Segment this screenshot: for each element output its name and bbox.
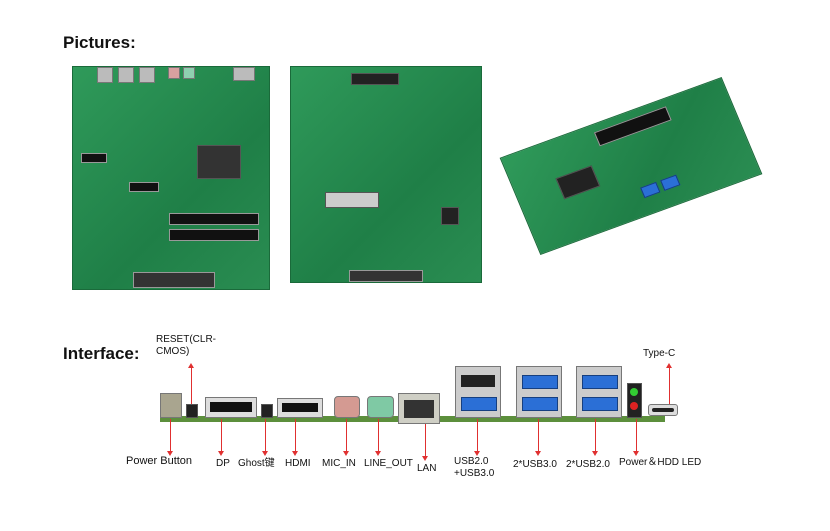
board-iso-photo	[499, 77, 763, 255]
usb3-label: 2*USB3.0	[513, 459, 557, 470]
line-out-label: LINE_OUT	[364, 458, 413, 469]
hdmi-connector	[277, 398, 323, 418]
hdmi-label: HDMI	[285, 458, 311, 469]
board-bottom-photo	[290, 66, 482, 283]
power-button-label: Power Button	[126, 455, 193, 467]
pictures-heading: Pictures:	[63, 33, 136, 52]
ghost-label: Ghost键	[238, 458, 275, 469]
usb2-connector	[576, 366, 622, 418]
led-label: Power＆HDD LED	[619, 457, 702, 468]
usb-combo-label-1: USB2.0	[454, 456, 489, 467]
mic-in-label: MIC_IN	[322, 458, 356, 469]
usb3-connector	[516, 366, 562, 418]
reset-button-connector	[186, 404, 198, 418]
typec-connector	[648, 404, 678, 416]
line-out-connector	[367, 396, 394, 418]
ghost-button-connector	[261, 404, 273, 418]
typec-label: Type-C	[643, 348, 676, 359]
dp-connector	[205, 397, 257, 418]
lan-connector	[398, 393, 440, 424]
usb-combo-connector	[455, 366, 501, 418]
reset-label: RESET(CLR-CMOS)	[156, 334, 217, 357]
interface-heading: Interface:	[63, 344, 140, 363]
power-button-connector	[160, 393, 182, 418]
mic-in-connector	[334, 396, 360, 418]
board-top-photo	[72, 66, 270, 290]
led-connector	[627, 383, 642, 418]
usb-combo-label-2: +USB3.0	[454, 468, 495, 479]
dp-label: DP	[216, 458, 230, 469]
lan-label: LAN	[417, 463, 437, 474]
usb2-label: 2*USB2.0	[566, 459, 610, 470]
